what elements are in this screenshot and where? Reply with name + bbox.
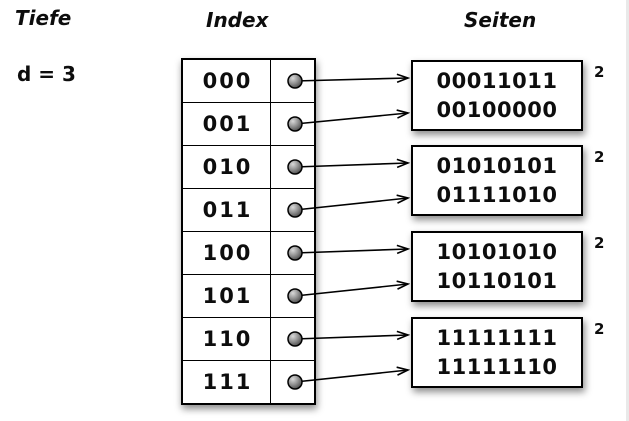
- page-entry: 01010101: [436, 153, 558, 178]
- index-entry-label: 111: [183, 361, 271, 403]
- index-table: 000 001 010 011 100 101 110 111: [181, 58, 316, 405]
- page-entry: 00011011: [436, 68, 558, 93]
- page-entry: 11111110: [436, 354, 558, 379]
- global-depth-value: d = 3: [17, 62, 76, 86]
- pointer-cell: [271, 318, 314, 360]
- index-row-010: 010: [183, 145, 314, 188]
- index-entry-label: 010: [183, 146, 271, 188]
- index-header-label: Index: [206, 8, 269, 32]
- pages-header-label: Seiten: [464, 8, 537, 32]
- index-entry-label: 100: [183, 232, 271, 274]
- page-entry: 10110101: [436, 268, 558, 293]
- page-entry: 00100000: [436, 97, 558, 122]
- page-box-1: 00011011 00100000: [411, 60, 583, 131]
- page-local-depth: 2: [594, 320, 605, 338]
- index-entry-label: 000: [183, 60, 271, 102]
- page-box-3: 10101010 10110101: [411, 231, 583, 302]
- page-box-2: 01010101 01111010: [411, 145, 583, 216]
- page-local-depth: 2: [594, 63, 605, 81]
- index-row-111: 111: [183, 360, 314, 403]
- pointer-cell: [271, 275, 314, 317]
- pointer-cell: [271, 146, 314, 188]
- pointer-cell: [271, 60, 314, 102]
- index-entry-label: 110: [183, 318, 271, 360]
- index-entry-label: 101: [183, 275, 271, 317]
- pointer-cell: [271, 103, 314, 145]
- index-entry-label: 011: [183, 189, 271, 231]
- page-local-depth: 2: [594, 148, 605, 166]
- page-entry: 01111010: [436, 182, 558, 207]
- page-entry: 10101010: [436, 239, 558, 264]
- index-entry-label: 001: [183, 103, 271, 145]
- index-row-001: 001: [183, 102, 314, 145]
- pointer-cell: [271, 361, 314, 403]
- index-row-101: 101: [183, 274, 314, 317]
- index-row-110: 110: [183, 317, 314, 360]
- page-box-4: 11111111 11111110: [411, 317, 583, 388]
- pointer-cell: [271, 232, 314, 274]
- index-row-011: 011: [183, 188, 314, 231]
- index-row-100: 100: [183, 231, 314, 274]
- depth-header-label: Tiefe: [15, 6, 72, 30]
- pointer-cell: [271, 189, 314, 231]
- page-entry: 11111111: [436, 325, 558, 350]
- index-row-000: 000: [183, 60, 314, 102]
- right-edge-strip: [626, 0, 629, 421]
- page-local-depth: 2: [594, 234, 605, 252]
